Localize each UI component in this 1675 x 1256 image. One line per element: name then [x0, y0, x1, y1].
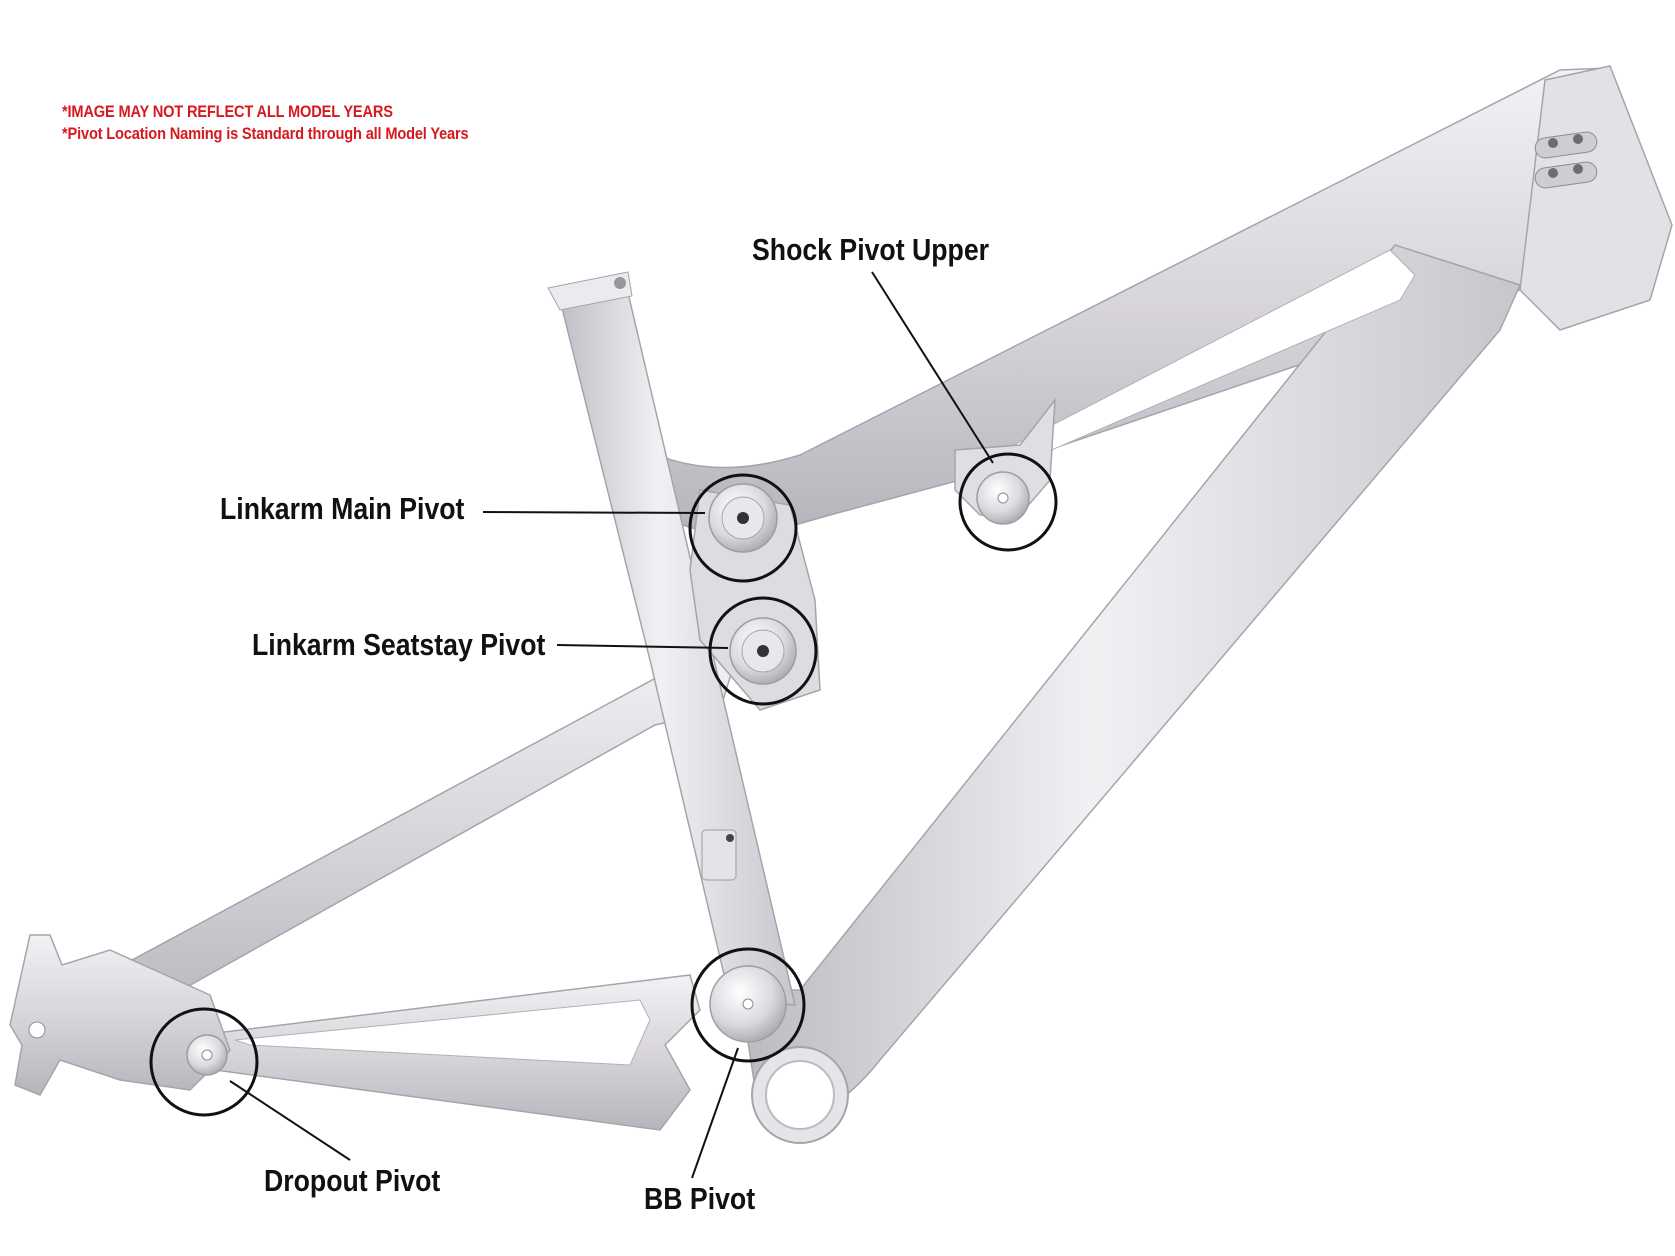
linkarm-seatstay-pivot-bolt	[729, 617, 797, 685]
model-years-note: *IMAGE MAY NOT REFLECT ALL MODEL YEARS	[62, 102, 393, 121]
linkarm-seatstay-pivot-label: Linkarm Seatstay Pivot	[252, 627, 546, 662]
linkarm-main-pivot-callout-circle	[688, 473, 798, 583]
dropout-pivot-callout-circle	[149, 1007, 259, 1117]
linkarm-main-pivot-leader	[482, 511, 706, 514]
linkarm-main-pivot-label: Linkarm Main Pivot	[220, 491, 465, 526]
pivot-naming-note: *Pivot Location Naming is Standard throu…	[62, 124, 469, 143]
bb-pivot-label: BB Pivot	[644, 1181, 756, 1216]
shock-pivot-upper-leader	[871, 271, 994, 464]
bb-pivot-bolt	[709, 965, 787, 1043]
head-tube	[1519, 65, 1673, 331]
linkarm-seatstay-pivot-callout-circle	[708, 596, 818, 706]
shock-pivot-upper-label: Shock Pivot Upper	[752, 232, 990, 267]
bb-pivot-leader	[691, 1047, 739, 1179]
dropout-pivot-leader	[229, 1080, 351, 1161]
seat-stay	[22, 643, 742, 1031]
linkarm-seatstay-pivot-leader	[556, 644, 729, 649]
bb-pivot-callout-circle	[690, 947, 806, 1063]
dropout-pivot-label: Dropout Pivot	[264, 1163, 441, 1198]
shock-pivot-upper-callout-circle	[958, 452, 1058, 552]
shock-pivot-upper-bolt	[976, 471, 1030, 525]
dropout-pivot-bolt	[186, 1034, 228, 1076]
linkarm-main-pivot-bolt	[708, 483, 778, 553]
